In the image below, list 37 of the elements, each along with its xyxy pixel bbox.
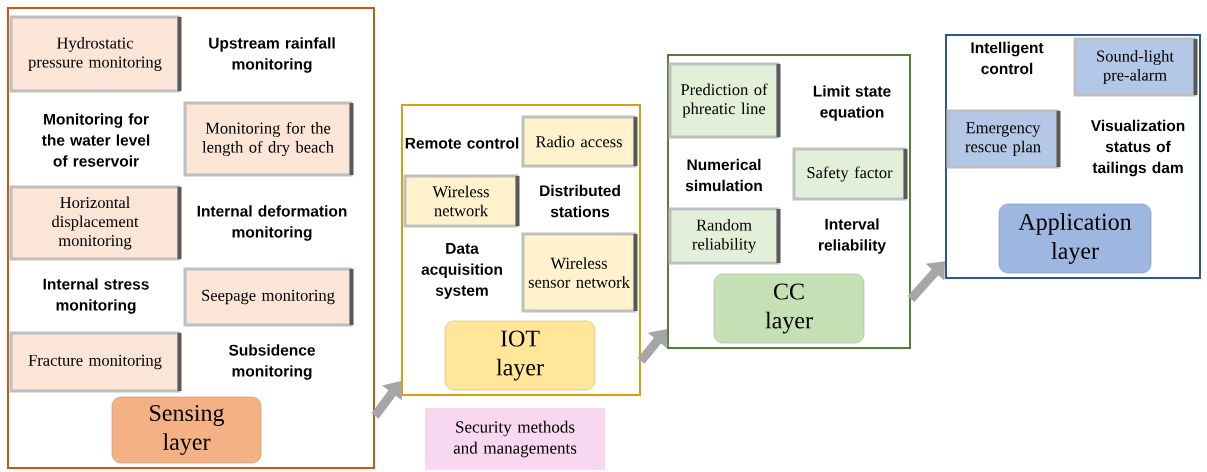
sensor-box: Horizontal displacement monitoring [9, 185, 182, 261]
method-box: Safety factor [792, 147, 908, 201]
sensor-box: Hydrostatic pressure monitoring [9, 15, 182, 93]
arrow [907, 261, 945, 302]
sensor-box: Seepage monitoring [183, 267, 354, 327]
method-box: Prediction of phreatic line [668, 62, 781, 139]
item-label: Monitoring for the water level of reservoir [41, 113, 150, 167]
component-box: Wireless network [403, 174, 520, 228]
layer-panel [667, 54, 911, 349]
layer-panel [7, 7, 375, 469]
layer-panel [401, 104, 641, 396]
item-label: Internal deformation monitoring [197, 205, 347, 241]
layer-box: IOT layer [444, 320, 596, 391]
item-label: Limit state equation [813, 85, 891, 121]
component-box: Radio access [521, 115, 638, 168]
layer-box: Sensing layer [111, 396, 262, 464]
sensor-box: Fracture monitoring [9, 331, 182, 393]
item-label: Subsidence monitoring [228, 344, 315, 380]
note-box: Security methods and managements [425, 408, 605, 470]
item-label: Remote control [405, 137, 519, 149]
item-label: Intelligent control [971, 41, 1044, 75]
item-label: Distributed stations [540, 184, 620, 218]
item-label: Visualization status of tailings dam [1090, 119, 1185, 177]
sensor-box: Monitoring for the length of dry beach [183, 101, 354, 177]
item-label: Data acquisition system [421, 243, 502, 299]
layer-box: CC layer [713, 273, 865, 344]
function-box: Sound-light pre-alarm [1073, 37, 1198, 97]
item-label: Interval reliability [819, 218, 886, 254]
item-label: Upstream rainfall monitoring [209, 37, 335, 73]
item-label: Internal stress monitoring [43, 278, 149, 314]
layer-box: Application layer [998, 203, 1152, 274]
layer-panel [945, 34, 1201, 279]
component-box: Wireless sensor network [521, 232, 638, 313]
function-box: Emergency rescue plan [946, 109, 1061, 169]
item-label: Numerical simulation [685, 158, 762, 192]
method-box: Random reliability [668, 207, 781, 265]
arrow [637, 329, 668, 364]
